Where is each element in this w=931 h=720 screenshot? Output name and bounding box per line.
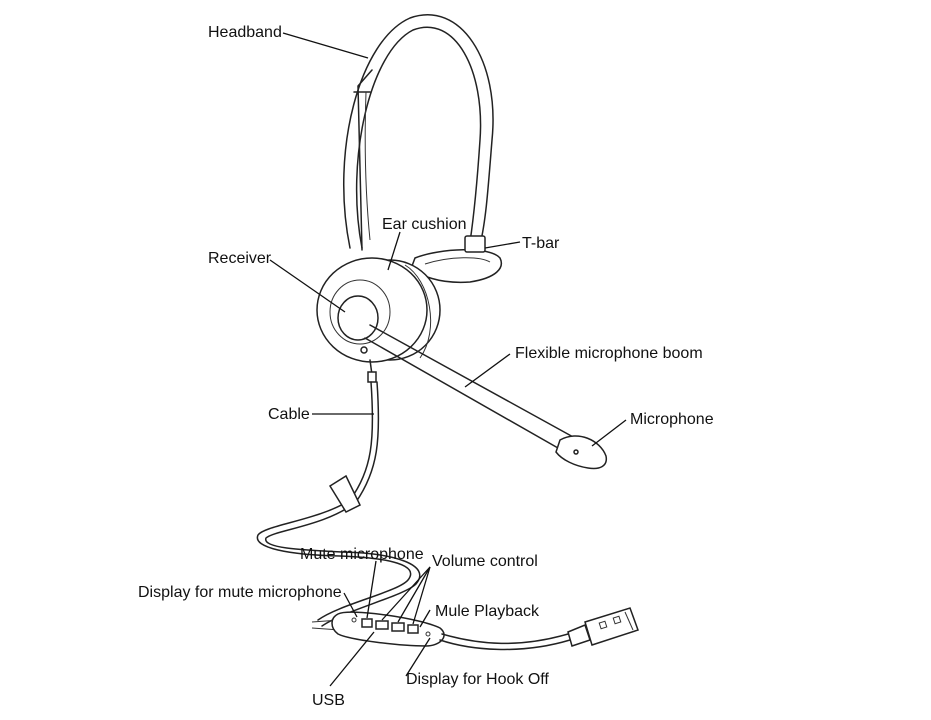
label-microphone: Microphone [630, 411, 714, 428]
label-receiver: Receiver [208, 250, 272, 267]
receiver-illustration [316, 257, 441, 363]
label-cable: Cable [268, 406, 310, 423]
label-ear-cushion: Ear cushion [382, 216, 467, 233]
leader-lines [269, 32, 627, 687]
t-bar-illustration [411, 235, 502, 284]
label-display-mute-microphone: Display for mute microphone [138, 584, 342, 601]
label-display-hook-off: Display for Hook Off [406, 671, 549, 688]
label-flexible-microphone-boom: Flexible microphone boom [515, 345, 703, 362]
label-t-bar: T-bar [522, 235, 560, 252]
headband-illustration [343, 14, 494, 251]
control-unit-illustration [311, 607, 639, 651]
label-mute-microphone: Mute microphone [300, 546, 424, 563]
label-usb: USB [312, 692, 345, 709]
label-headband: Headband [208, 24, 282, 41]
label-volume-control: Volume control [432, 553, 538, 570]
label-mule-playback: Mule Playback [435, 603, 540, 620]
